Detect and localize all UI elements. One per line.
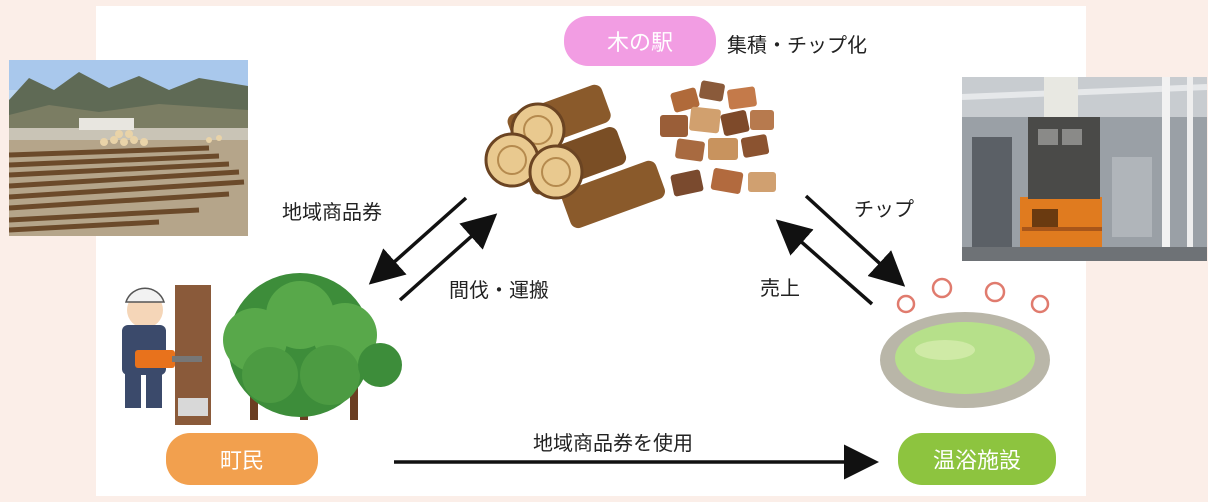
flow-arrows xyxy=(368,194,906,480)
hot-spring-pill: 温浴施設 xyxy=(898,433,1056,485)
label-accumulate-chip: 集積・チップ化 xyxy=(727,33,867,57)
label-thinning-transport: 間伐・運搬 xyxy=(449,278,549,302)
label-sales: 売上 xyxy=(760,276,800,300)
forest-illustration xyxy=(175,273,402,425)
arrow-sales xyxy=(775,219,874,306)
boiler-photo xyxy=(962,77,1207,261)
logs-illustration xyxy=(484,84,665,229)
label-use-voucher: 地域商品券を使用 xyxy=(533,431,693,455)
label-voucher: 地域商品券 xyxy=(282,200,382,224)
wood-chips-illustration xyxy=(660,80,776,197)
log-yard-photo xyxy=(9,60,248,236)
townspeople-pill: 町民 xyxy=(166,433,318,485)
hot-spring-illustration xyxy=(880,277,1050,408)
arrow-chip xyxy=(804,194,906,287)
arrow-thinning xyxy=(398,213,498,302)
station-pill: 木の駅 xyxy=(564,16,716,66)
arrow-voucher xyxy=(368,196,468,285)
label-chip: チップ xyxy=(854,197,914,221)
worker-illustration xyxy=(122,287,208,416)
